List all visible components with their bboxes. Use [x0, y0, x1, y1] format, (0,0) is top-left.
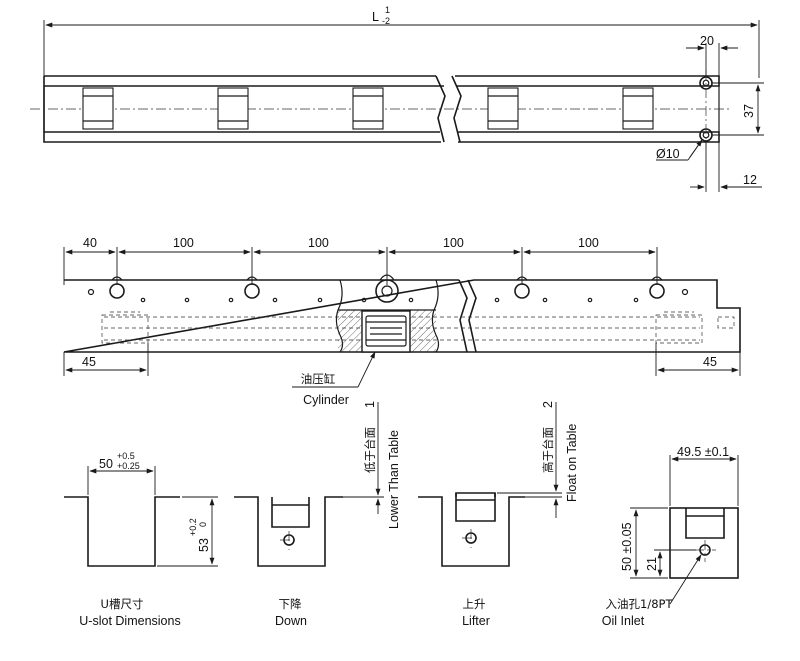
cylinder-section — [361, 310, 411, 353]
break-line-right — [451, 75, 462, 143]
rail-top-edge — [44, 75, 720, 87]
uslot-caption-en: U-slot Dimensions — [79, 614, 180, 628]
small-holes — [87, 288, 689, 303]
down-caption-en: Down — [275, 614, 307, 628]
down-side-en: Lower Than Table — [387, 430, 401, 529]
hidden-cylinder-right — [655, 314, 703, 344]
cylinder-label-en: Cylinder — [303, 393, 349, 407]
break-line-left — [435, 75, 446, 143]
oil-inlet-pad — [685, 508, 725, 539]
length-tol-lower: -2 — [382, 16, 390, 26]
oil-inlet-block — [669, 507, 739, 579]
uslot-width-tol-lower: +0.25 — [117, 461, 140, 471]
lifter-pad — [455, 493, 496, 522]
dim-hole-dia: Ø10 — [656, 147, 680, 161]
uslot-width: 50 — [99, 457, 113, 471]
lifter-caption-en: Lifter — [462, 614, 490, 628]
side-break-left — [458, 279, 468, 353]
uslot-depth-tol-upper: +0.2 — [188, 518, 198, 536]
dim-right-end: 45 — [703, 355, 717, 369]
down-pad — [271, 497, 310, 528]
big-hole — [514, 283, 530, 299]
lift-pad — [352, 87, 384, 130]
oil-inlet-label: 入油孔1/8PT — [606, 597, 674, 611]
down-side-cn: 低于台面 — [363, 427, 377, 473]
dim-left-end: 45 — [82, 355, 96, 369]
oil-inlet-caption-en: Oil Inlet — [602, 614, 645, 628]
uslot-width-tol-upper: +0.5 — [117, 451, 135, 461]
uslot-profile — [64, 496, 180, 567]
big-hole — [649, 283, 665, 299]
top-view: L 1 -2 — [30, 5, 764, 192]
dim-pitch-1: 100 — [173, 236, 194, 250]
down-caption-cn: 下降 — [279, 597, 302, 611]
dim-width: 37 — [742, 104, 756, 118]
down-slot-profile — [234, 496, 343, 567]
lifter-pad-top — [455, 492, 496, 497]
big-hole — [244, 283, 260, 299]
side-break-right — [467, 279, 477, 353]
dim-pitch-3: 100 — [443, 236, 464, 250]
length-tol-upper: 1 — [385, 5, 390, 15]
detail-lifter: 高于台面 2 Float on Table 上升 Lifter — [418, 401, 579, 628]
uslot-caption-cn: U槽尺寸 — [101, 597, 144, 611]
oil-inlet-hole-height: 21 — [645, 557, 659, 571]
uslot-depth: 53 — [197, 538, 211, 552]
dim-end-offset: 20 — [700, 34, 714, 48]
lift-pads — [82, 87, 654, 130]
side-view: 40 100 100 100 100 — [63, 236, 741, 407]
down-side-num: 1 — [363, 401, 377, 408]
detail-down: 低于台面 1 Lower Than Table 下降 Down — [234, 401, 401, 628]
lift-pad — [487, 87, 519, 130]
lift-pad — [82, 87, 114, 130]
detail-oil-inlet: 49.5 ±0.1 50 ±0.05 21 入油孔1/8PT Oil Inlet — [602, 445, 739, 628]
lifter-slot-profile — [418, 496, 525, 567]
cylinder-label-cn: 油压缸 — [301, 372, 336, 386]
lifter-side-num: 2 — [541, 401, 555, 408]
length-label: L — [372, 10, 379, 24]
dim-hole-edge: 12 — [743, 173, 757, 187]
lifter-side-cn: 高于台面 — [541, 427, 555, 473]
lifter-side-en: Float on Table — [565, 424, 579, 502]
uslot-depth-tol-lower: 0 — [198, 522, 208, 527]
oil-inlet-height: 50 ±0.05 — [620, 522, 634, 571]
center-hole — [375, 279, 399, 303]
lifter-caption-cn: 上升 — [463, 597, 486, 611]
hidden-cylinder-left — [101, 314, 149, 344]
dim-pitch-4: 100 — [578, 236, 599, 250]
lift-pad — [217, 87, 249, 130]
oil-inlet-width: 49.5 ±0.1 — [677, 445, 729, 459]
dim-pitch-2: 100 — [308, 236, 329, 250]
detail-uslot: 50 +0.5 +0.25 53 +0.2 0 U槽尺寸 U-slot Dime… — [64, 451, 218, 628]
big-hole — [109, 283, 125, 299]
dim-first-pitch: 40 — [83, 236, 97, 250]
lift-pad — [622, 87, 654, 130]
